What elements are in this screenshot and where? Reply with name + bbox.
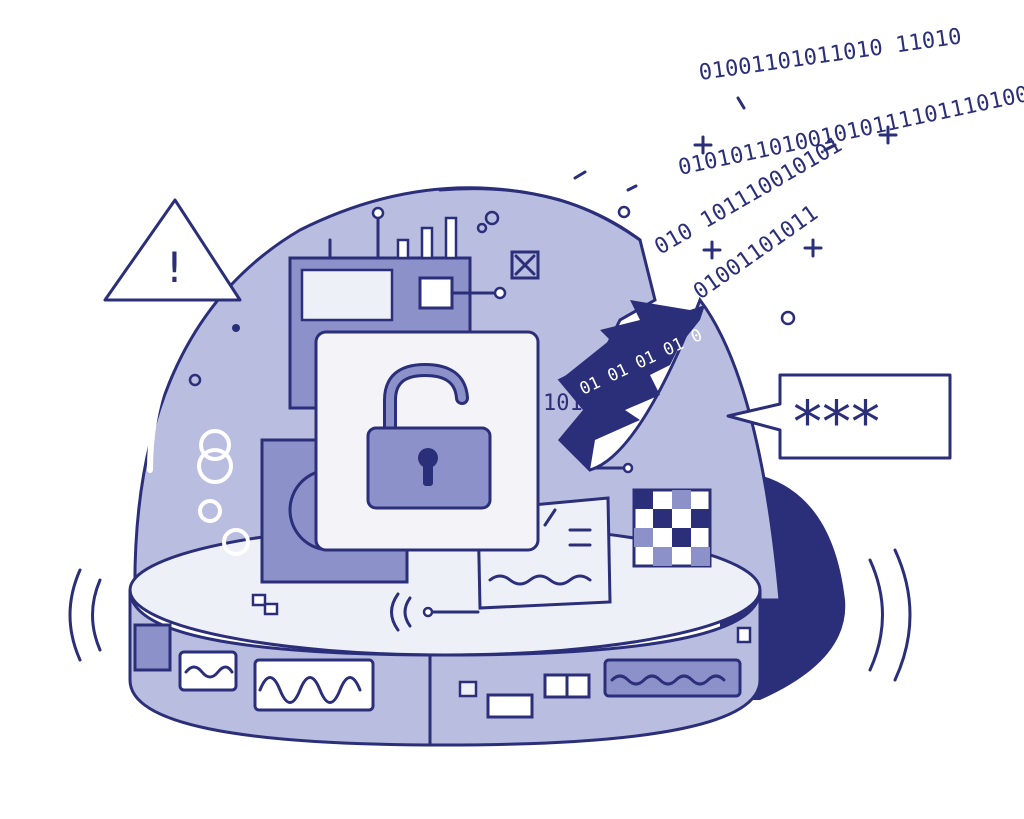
speech-bubble-icon <box>726 373 952 460</box>
bar-2 <box>420 226 434 260</box>
open-padlock-icon <box>366 362 492 510</box>
close-x-icon <box>514 254 536 276</box>
bar-3 <box>444 216 458 260</box>
plus-sparkle-3 <box>803 238 823 258</box>
antenna-node <box>371 206 385 220</box>
document-lines <box>543 508 592 547</box>
vibration-arc-right-1 <box>868 558 884 672</box>
circle-sparkle-2 <box>780 310 796 326</box>
plus-sparkle-2 <box>878 125 898 145</box>
bubble-dot-small <box>476 222 488 234</box>
bubble-3 <box>198 499 222 523</box>
switch-panel-lower <box>486 693 534 719</box>
signal-arc-1 <box>403 596 412 628</box>
binary-line-2: 01010110100101011110111010001 <box>676 77 1024 181</box>
plus-sparkle-4 <box>702 240 722 260</box>
bubble-dot <box>484 210 500 226</box>
bar-1 <box>396 238 410 260</box>
bubble-5 <box>188 373 202 387</box>
document-signature <box>488 574 592 586</box>
pixel-bit-2 <box>263 602 279 616</box>
grid-panel <box>133 623 172 672</box>
dash-sparkle-2 <box>573 170 587 180</box>
chip-icon <box>418 276 454 310</box>
bubble-6 <box>232 324 240 332</box>
vibration-arc-right-2 <box>893 548 912 682</box>
bubble-4 <box>222 528 250 556</box>
waveform-panel <box>253 658 375 712</box>
warning-symbol: ! <box>166 243 183 292</box>
trace-node <box>493 286 507 300</box>
document-trace-node <box>622 462 634 474</box>
binary-line-6: 101 <box>543 391 583 416</box>
pixel-bit-1 <box>251 593 267 607</box>
bubble-1 <box>199 429 231 461</box>
brick-wall-icon <box>300 268 394 322</box>
vibration-arc-left-2 <box>91 578 102 652</box>
dome-highlight-left <box>147 377 168 473</box>
wave-panel-right <box>603 658 742 698</box>
wave-panel-left <box>178 650 238 692</box>
dash-sparkle-4 <box>823 143 837 152</box>
dome-highlight <box>438 187 642 242</box>
signal-node <box>422 606 434 618</box>
masked-password: *** <box>793 388 880 456</box>
warning-triangle-icon <box>103 198 242 302</box>
qr-block <box>632 488 712 568</box>
platform-port <box>736 626 752 644</box>
dome-crack <box>560 300 705 470</box>
close-box-icon <box>510 250 540 280</box>
binary-line-1: 01001101011010 11010 <box>697 24 963 86</box>
plus-sparkle-1 <box>693 135 713 155</box>
vibration-arc-left-1 <box>68 568 82 662</box>
circle-sparkle-1 <box>617 205 631 219</box>
button-square <box>458 680 478 698</box>
signal-arc-2 <box>390 592 400 632</box>
waveform-line <box>258 676 362 704</box>
bubble-2 <box>197 448 233 484</box>
wave-line-left <box>184 665 234 679</box>
wave-line-right <box>610 674 726 686</box>
dash-sparkle-1 <box>736 96 746 110</box>
dash-sparkle-3 <box>626 184 638 192</box>
